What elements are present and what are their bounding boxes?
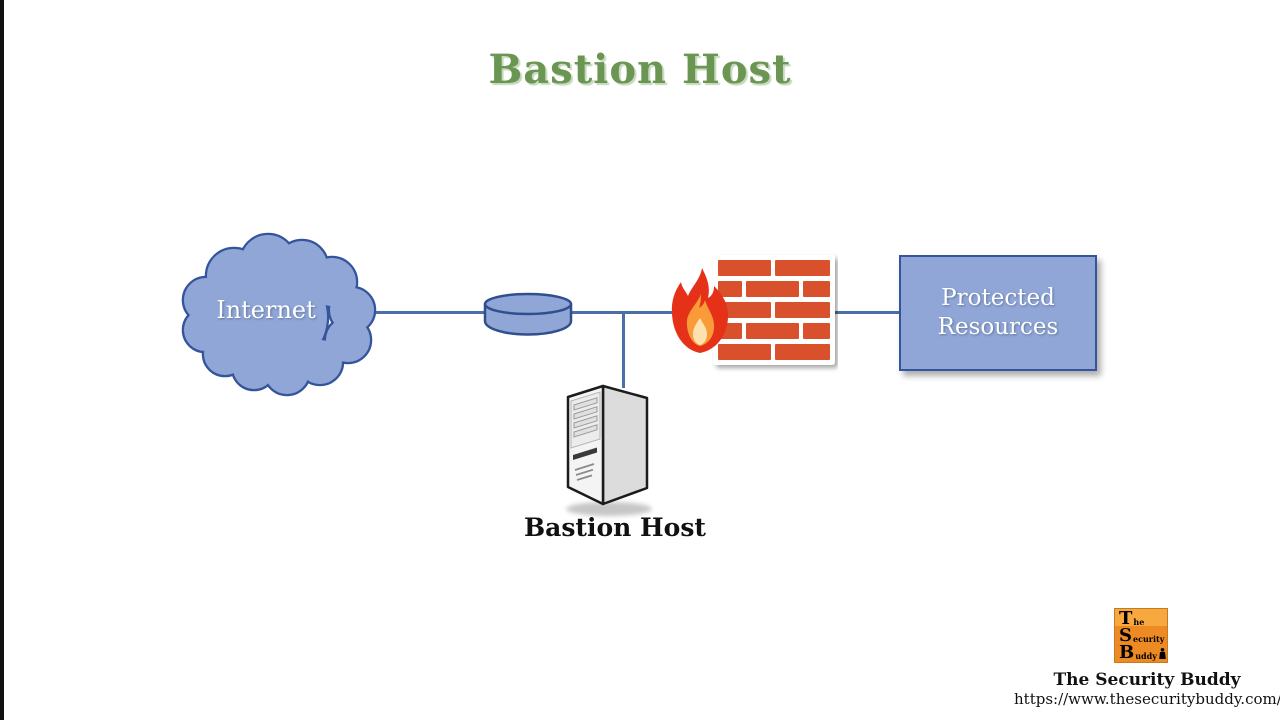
protected-resources-node: Protected Resources <box>899 255 1097 371</box>
page-title: Bastion Host <box>488 46 792 93</box>
protected-resources-line1: Protected <box>941 285 1055 311</box>
letterbox-strip <box>0 0 4 720</box>
brand-url: https://www.thesecuritybuddy.com/ <box>1014 690 1280 708</box>
firewall-icon <box>671 255 835 365</box>
bastion-host-label: Bastion Host <box>524 513 706 542</box>
connector-horizontal <box>373 311 900 314</box>
person-icon <box>1159 647 1166 659</box>
server-tower-icon <box>566 384 652 516</box>
brand-name: The Security Buddy <box>1053 670 1241 690</box>
internet-label: Internet <box>216 296 316 324</box>
flame-icon <box>671 268 729 353</box>
protected-resources-line2: Resources <box>937 314 1059 340</box>
connector-vertical <box>622 313 625 388</box>
network-hub-icon <box>483 292 573 336</box>
